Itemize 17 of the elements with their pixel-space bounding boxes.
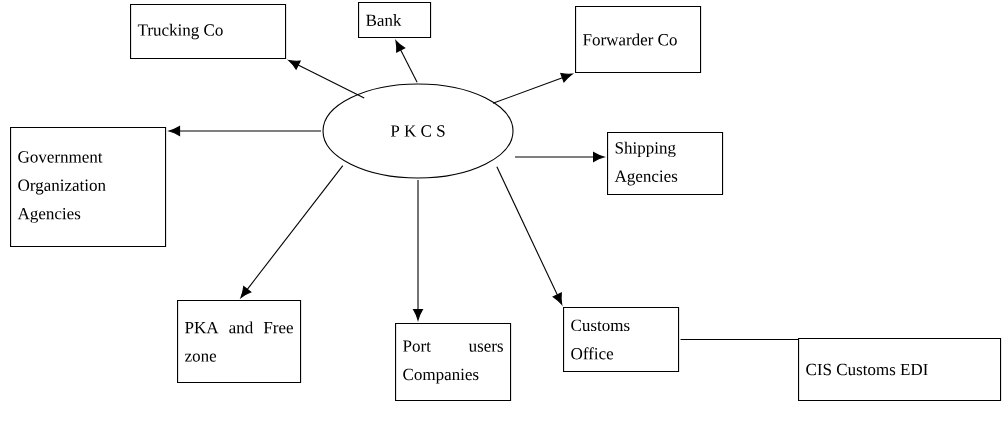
arrow [496,166,563,305]
text-box: Customs Office [563,307,680,373]
arrow [412,179,424,321]
text-box: Shipping Agencies [607,132,724,196]
arrow [288,59,365,99]
text-box: Bank [358,2,432,39]
arrow [240,165,344,299]
arrow [395,40,418,83]
arrow [514,151,605,162]
text-box: CIS Customs EDI [798,338,1002,402]
text-box: Government Organization Agencies [10,127,167,248]
text-box: Port users Companies [395,323,512,402]
text-box: Forwarder Co [575,6,702,74]
arrow [492,73,573,104]
text-box: PKA and Free zone [177,300,302,384]
text-box: Trucking Co [130,4,287,60]
arrow [168,125,322,136]
